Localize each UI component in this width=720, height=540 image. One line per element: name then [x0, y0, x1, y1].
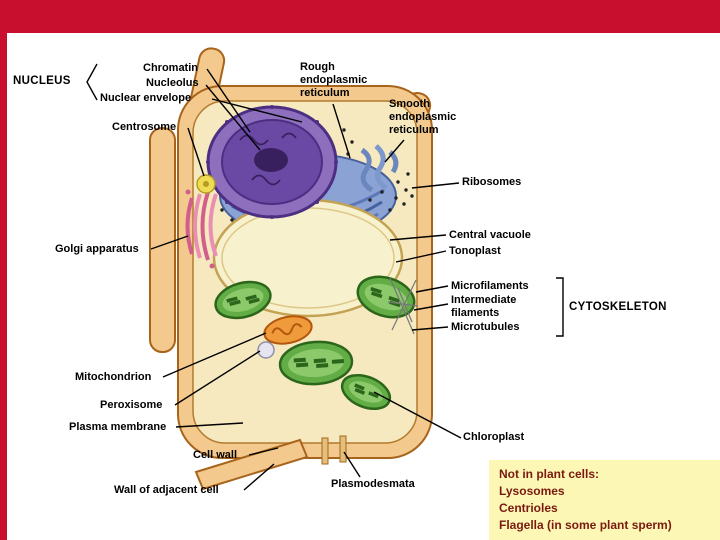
label-centrosome: Centrosome — [112, 121, 177, 133]
label-smooth-er: Smooth endoplasmic reticulum — [389, 98, 457, 136]
label-plasmodesmata: Plasmodesmata — [331, 478, 415, 490]
nucleus-shape — [206, 105, 338, 219]
mitochondrion-shape — [263, 315, 313, 345]
golgi-apparatus-shape — [185, 189, 218, 269]
note-item-flagella: Flagella (in some plant sperm) — [499, 518, 672, 532]
label-peroxisome: Peroxisome — [100, 399, 163, 411]
label-chloroplast: Chloroplast — [463, 431, 525, 443]
note-title: Not in plant cells: — [499, 467, 600, 481]
label-plasma-membrane: Plasma membrane — [69, 421, 167, 433]
label-ribosomes: Ribosomes — [462, 176, 522, 188]
label-wall-of-adjacent-cell: Wall of adjacent cell — [114, 484, 219, 496]
note-item-centrioles: Centrioles — [499, 501, 558, 515]
chloroplast-shapes — [214, 275, 416, 411]
plasmodesmata-shapes — [321, 435, 347, 465]
label-cell-wall: Cell wall — [193, 449, 238, 461]
label-nucleus: NUCLEUS — [13, 75, 71, 87]
label-nucleolus: Nucleolus — [146, 77, 199, 89]
label-chromatin: Chromatin — [143, 62, 198, 74]
label-nuclear-envelope: Nuclear envelope — [100, 92, 192, 104]
ribosome-dots — [220, 128, 414, 222]
chromatin-shape — [239, 134, 269, 146]
label-cytoskeleton: CYTOSKELETON — [569, 301, 667, 313]
cytoskeleton-filament-shapes — [387, 277, 419, 335]
leader-lines — [150, 68, 462, 491]
label-golgi-apparatus: Golgi apparatus — [55, 243, 139, 255]
label-intermediate-filaments: Intermediate filaments — [451, 294, 517, 319]
label-tonoplast: Tonoplast — [449, 245, 501, 257]
nucleolus-shape — [254, 148, 288, 172]
label-mitochondrion: Mitochondrion — [75, 371, 152, 383]
group-brackets — [86, 63, 564, 337]
note-box: Not in plant cells: Lysosomes Centrioles… — [489, 460, 720, 540]
note-item-lysosomes: Lysosomes — [499, 484, 565, 498]
cytoskeleton-bracket — [556, 277, 564, 337]
label-rough-er: Rough endoplasmic reticulum — [300, 61, 368, 99]
left-red-bar — [0, 33, 7, 540]
label-microfilaments: Microfilaments — [451, 280, 529, 292]
label-microtubules: Microtubules — [451, 321, 520, 333]
nucleus-bracket — [86, 63, 98, 101]
label-central-vacuole: Central vacuole — [449, 229, 531, 241]
centrosome-shape — [196, 174, 216, 194]
peroxisome-shape — [257, 341, 275, 359]
top-red-bar — [0, 0, 720, 33]
